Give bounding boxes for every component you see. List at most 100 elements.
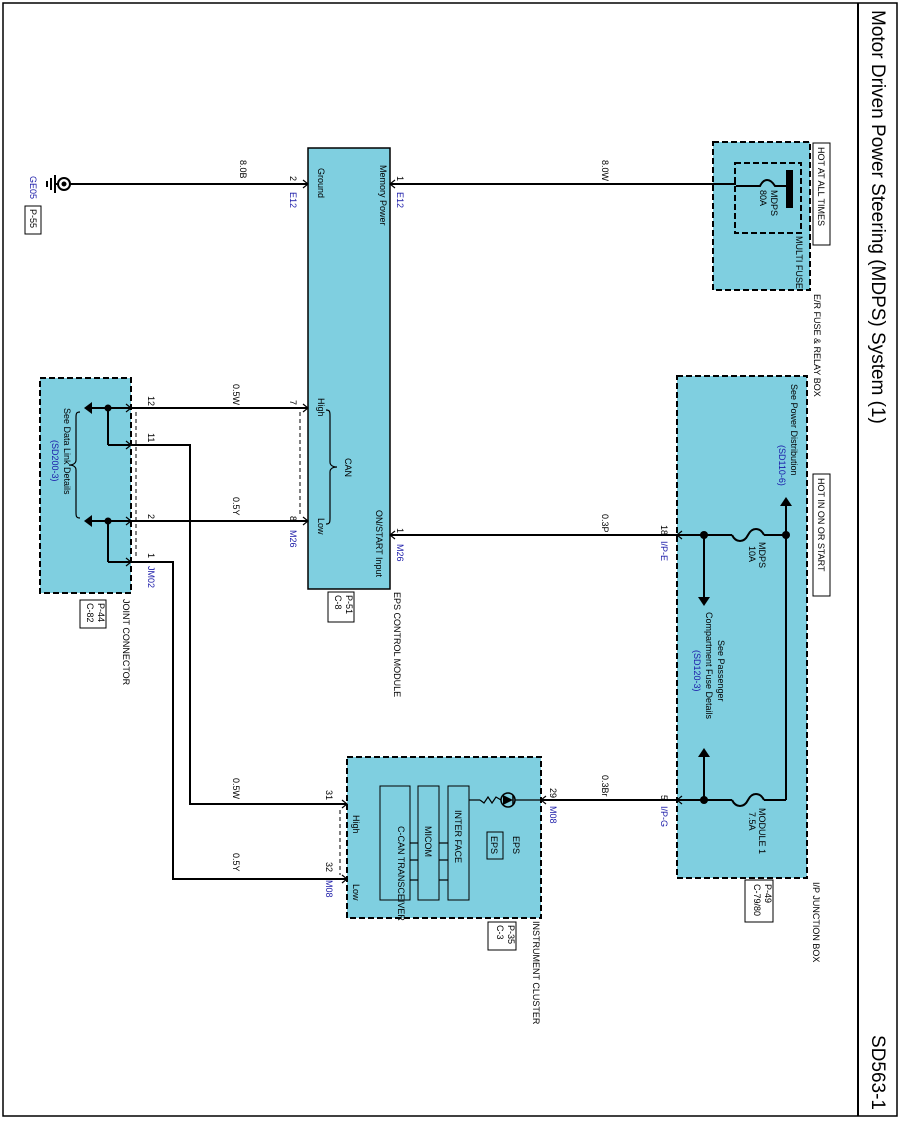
wire-cl-high-label: 0.5W: [231, 778, 241, 800]
cluster-ref2: C-3: [495, 925, 505, 940]
ip-ref1: P-49: [763, 884, 773, 903]
conn-jm02[interactable]: JM02: [146, 566, 156, 588]
hot-at-all-times-box: [812, 142, 831, 246]
data-link-brace: [68, 411, 81, 519]
power-dist-note: See Power Distribution: [789, 384, 799, 476]
cluster-ref-box: [487, 921, 517, 951]
mdps-10a-fuse: [731, 528, 765, 542]
data-link-ref[interactable]: (SD200-3): [50, 440, 60, 482]
hot-in-on-start: HOT IN ON OR START: [816, 478, 826, 572]
conn-ip-e[interactable]: I/P-E: [659, 541, 669, 561]
ground-ref: P-55: [28, 209, 38, 228]
fuse-7-5a-name: MODULE 1: [757, 808, 767, 854]
hot-in-on-box: [812, 473, 831, 597]
pin-32: 32: [324, 862, 334, 872]
fuse-80a-name: MDPS: [769, 190, 779, 216]
ground-ref-box: [24, 205, 42, 235]
pin-5: 5: [659, 795, 669, 800]
cluster-label: INSTRUMENT CLUSTER: [531, 921, 541, 1025]
interface-label: INTER FACE: [453, 810, 463, 863]
conn-e12[interactable]: E12: [288, 192, 298, 208]
wire-cl-low-label: 0.5Y: [231, 853, 241, 872]
er-box-label: E/R FUSE & RELAY BOX: [812, 294, 822, 397]
pass-fuse-note2: Compartment Fuse Details: [704, 612, 714, 720]
eps-indicator-text: EPS: [489, 836, 499, 854]
conn-m08[interactable]: M08: [324, 880, 334, 898]
pin-2: 2: [146, 514, 156, 519]
pin-1: 1: [395, 528, 405, 533]
wire-cluster-pwr-label: 0.3Br: [600, 775, 610, 797]
conn-m08[interactable]: M08: [548, 806, 558, 824]
eps-ref1: P-51: [344, 595, 354, 614]
joint-ref2: C-82: [85, 603, 95, 623]
pin-2: 2: [288, 176, 298, 181]
eps-ref2: C-8: [333, 595, 343, 610]
can-brace: [325, 409, 338, 525]
conn-ip-g[interactable]: I/P-G: [659, 806, 669, 827]
can-label: CAN: [343, 458, 353, 477]
transceiver-label: C-CAN TRANSCEIVER: [396, 826, 406, 921]
fuse-10a-name: MDPS: [757, 542, 767, 568]
pin-31: 31: [324, 790, 334, 800]
data-link-note: See Data Link Details: [62, 408, 72, 495]
pin-1: 1: [395, 176, 405, 181]
pass-fuse-ref[interactable]: (SD120-3): [692, 650, 702, 692]
arrow-down-icon: [698, 597, 710, 606]
memory-power-label: Memory Power: [378, 165, 388, 226]
wire-can-high-label: 0.5W: [231, 384, 241, 406]
page-code: SD563-1: [867, 1035, 888, 1110]
eps-ref-box: [327, 591, 355, 623]
cluster-ref1: P-35: [506, 925, 516, 944]
mdps-80a-fuse: [736, 179, 786, 187]
eps-indicator-box: [486, 831, 504, 860]
ip-ref2: C-79/80: [752, 884, 762, 916]
fuse-busbar: [786, 170, 793, 208]
fuse-7-5a-rating: 7.5A: [747, 812, 757, 831]
pin-7: 7: [288, 400, 298, 405]
ground-label: Ground: [316, 168, 326, 198]
pin-29: 29: [548, 788, 558, 798]
pin-18: 18: [659, 525, 669, 535]
wire-cl-low: [131, 561, 347, 880]
instrument-cluster: [346, 756, 542, 919]
joint-ref-box: [79, 599, 107, 629]
wire-cl-high: [131, 444, 347, 805]
fuse-10a-rating: 10A: [747, 546, 757, 562]
arrow-left-icon: [84, 402, 92, 414]
can-low-label: Low: [316, 518, 326, 535]
conn-e12[interactable]: E12: [395, 192, 405, 208]
er-fuse-box: [712, 141, 811, 291]
pin-1: 1: [146, 553, 156, 558]
joint-label: JOINT CONNECTOR: [121, 599, 131, 686]
wire-ground-label: 8.0B: [238, 160, 248, 179]
conn-m26[interactable]: M26: [395, 544, 405, 562]
pin-12: 12: [146, 396, 156, 406]
arrow-up-icon: [780, 497, 792, 506]
multi-fuse-outline: [734, 162, 802, 234]
arrow-up-icon: [698, 748, 710, 757]
eps-lamp-label: EPS: [511, 836, 521, 854]
power-dist-ref[interactable]: (SD110-6): [777, 445, 787, 486]
fuse-80a-rating: 80A: [758, 190, 768, 206]
ip-box-label: I/P JUNCTION BOX: [811, 882, 821, 962]
page-title: Motor Driven Power Steering (MDPS) Syste…: [867, 10, 888, 424]
ground-connector[interactable]: GE05: [28, 176, 38, 199]
cluster-low-label: Low: [351, 884, 361, 901]
pin-8: 8: [288, 516, 298, 521]
can-high-label: High: [316, 398, 326, 417]
micom-label: MICOM: [423, 826, 433, 857]
pass-fuse-note1: See Passenger: [716, 640, 726, 702]
conn-m26[interactable]: M26: [288, 530, 298, 548]
eps-module-label: EPS CONTROL MODULE: [392, 592, 402, 697]
wire-power-label: 8.0W: [600, 160, 610, 182]
pin-11: 11: [146, 433, 156, 442]
module1-fuse: [731, 793, 765, 807]
arrow-left-icon: [84, 515, 92, 527]
ip-ref-box: [744, 879, 774, 923]
joint-connector: [39, 377, 132, 594]
hot-at-all-times: HOT AT ALL TIMES: [816, 147, 826, 226]
cluster-high-label: High: [351, 815, 361, 834]
wire-can-low-label: 0.5Y: [231, 497, 241, 516]
